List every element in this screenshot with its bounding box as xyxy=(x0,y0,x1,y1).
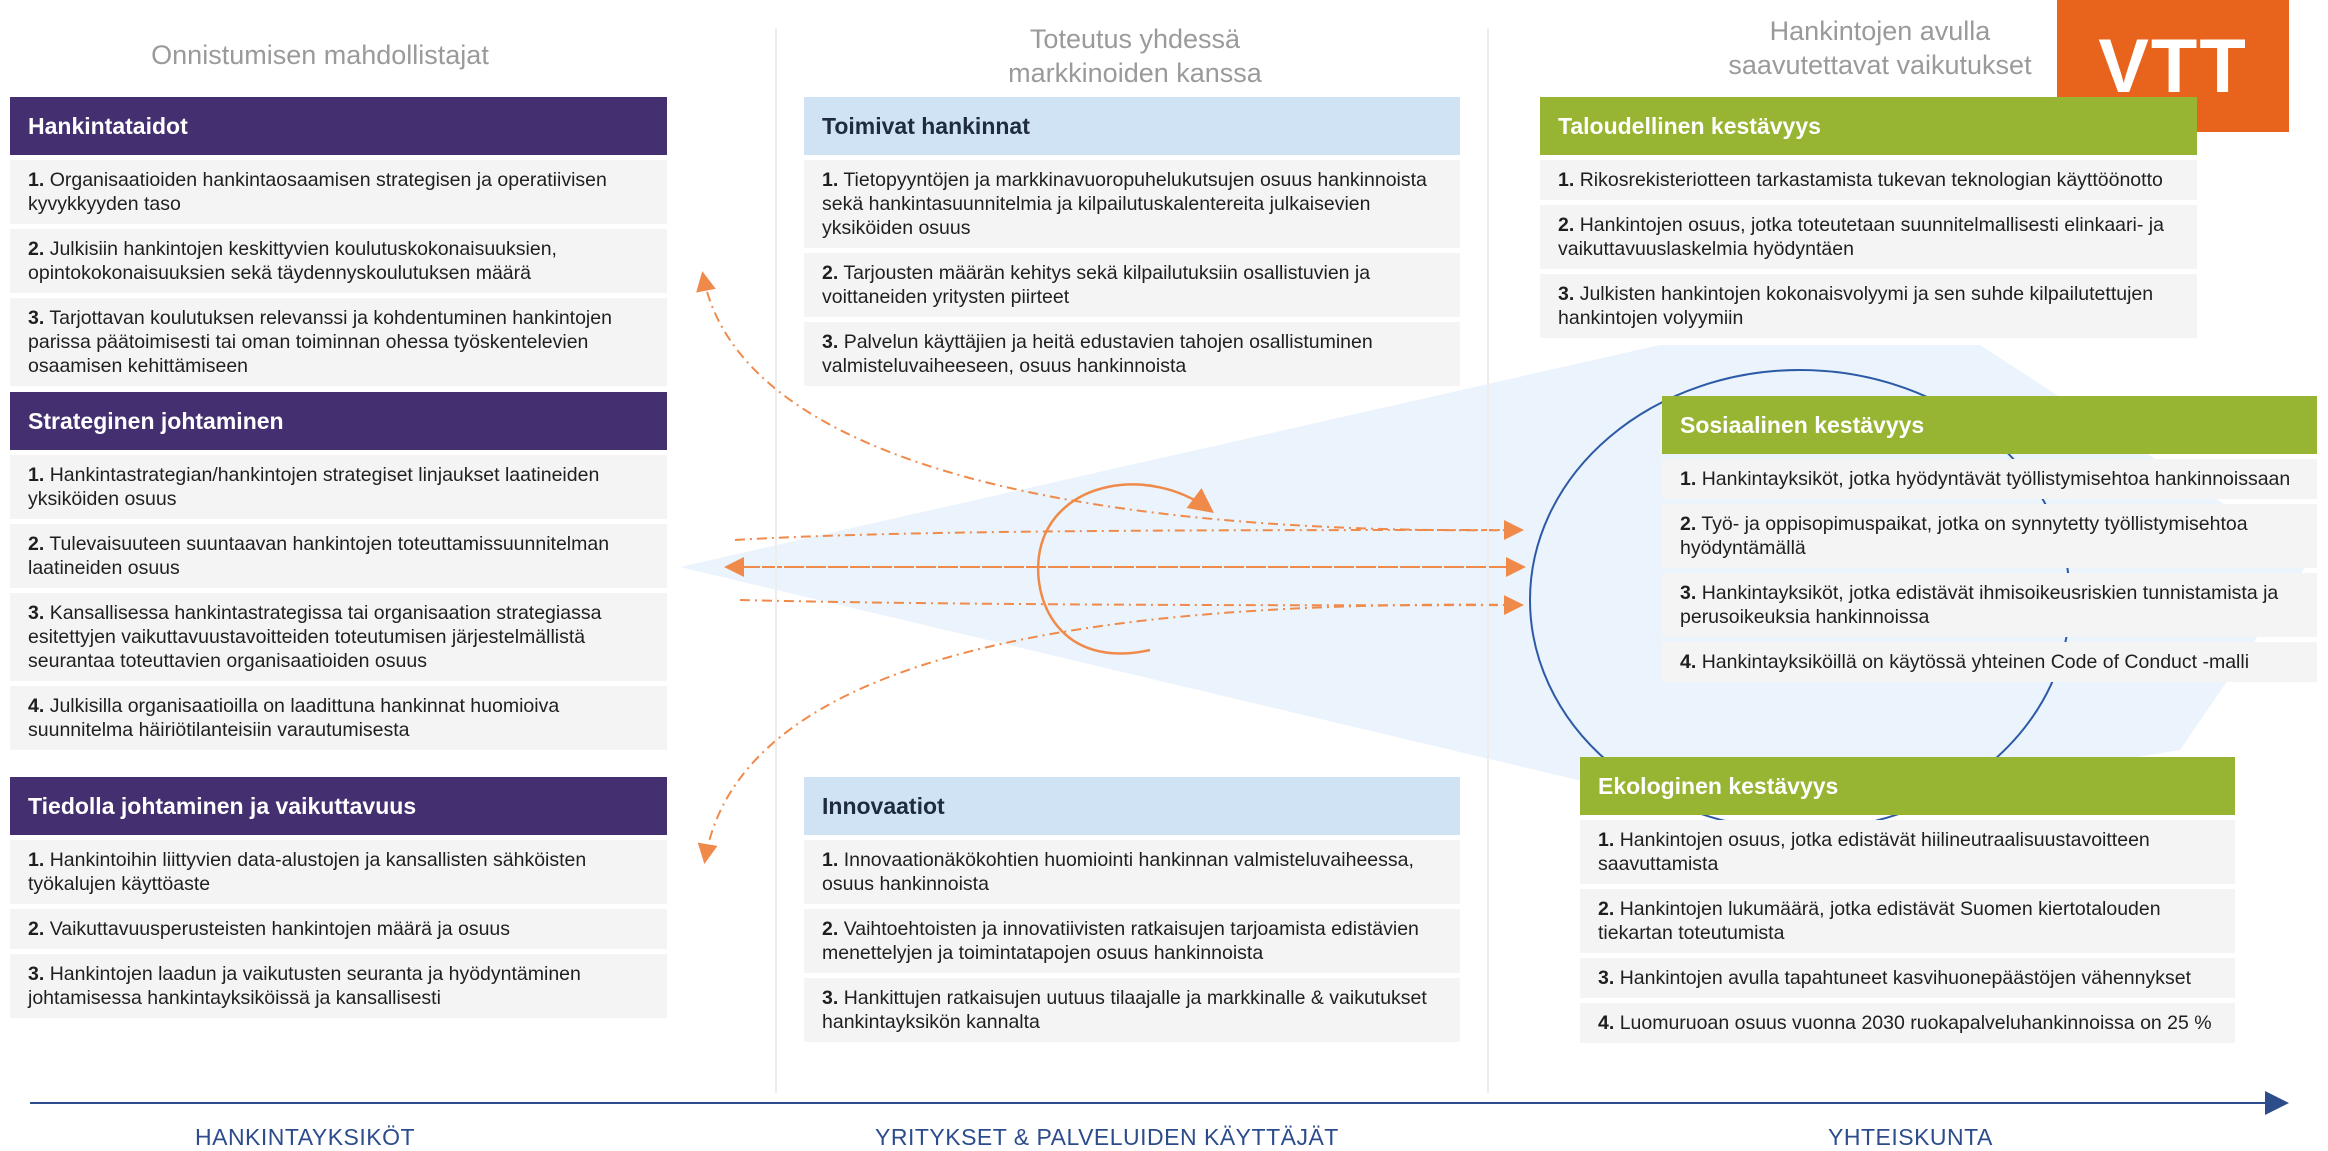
list-item: 1. Hankintastrategian/hankintojen strate… xyxy=(10,455,667,519)
list-item: 1. Tietopyyntöjen ja markkinavuoropuhelu… xyxy=(804,160,1460,248)
box-title: Strateginen johtaminen xyxy=(10,392,667,450)
list-item: 1. Hankintayksiköt, jotka hyödyntävät ty… xyxy=(1662,459,2317,499)
list-item: 3. Hankintayksiköt, jotka edistävät ihmi… xyxy=(1662,573,2317,637)
list-item: 2. Tulevaisuuteen suuntaavan hankintojen… xyxy=(10,524,667,588)
box-title: Innovaatiot xyxy=(804,777,1460,835)
box-title: Ekologinen kestävyys xyxy=(1580,757,2235,815)
list-item: 2. Vaikuttavuusperusteisten hankintojen … xyxy=(10,909,667,949)
box-title: Taloudellinen kestävyys xyxy=(1540,97,2197,155)
list-item: 3. Hankittujen ratkaisujen uutuus tilaaj… xyxy=(804,978,1460,1042)
list-item: 2. Työ- ja oppisopimuspaikat, jotka on s… xyxy=(1662,504,2317,568)
column-divider xyxy=(775,28,777,1093)
bottom-label-left: HANKINTAYKSIKÖT xyxy=(195,1124,416,1150)
box-title: Hankintataidot xyxy=(10,97,667,155)
list-item: 3. Palvelun käyttäjien ja heitä edustavi… xyxy=(804,322,1460,386)
list-item: 1. Rikosrekisteriotteen tarkastamista tu… xyxy=(1540,160,2197,200)
box-taloudellinen-kestavyys: Taloudellinen kestävyys 1. Rikosrekister… xyxy=(1540,97,2197,338)
box-hankintataidot: Hankintataidot 1. Organisaatioiden hanki… xyxy=(10,97,667,386)
box-title: Tiedolla johtaminen ja vaikuttavuus xyxy=(10,777,667,835)
column-title-right: Hankintojen avulla saavutettavat vaikutu… xyxy=(1728,16,2032,80)
list-item: 2. Hankintojen lukumäärä, jotka edistävä… xyxy=(1580,889,2235,953)
list-item: 1. Hankintoihin liittyvien data-alustoje… xyxy=(10,840,667,904)
box-innovaatiot: Innovaatiot 1. Innovaationäkökohtien huo… xyxy=(804,777,1460,1042)
list-item: 4. Luomuruoan osuus vuonna 2030 ruokapal… xyxy=(1580,1003,2235,1043)
list-item: 1. Hankintojen osuus, jotka edistävät hi… xyxy=(1580,820,2235,884)
list-item: 3. Tarjottavan koulutuksen relevanssi ja… xyxy=(10,298,667,386)
list-item: 2. Hankintojen osuus, jotka toteutetaan … xyxy=(1540,205,2197,269)
box-title: Sosiaalinen kestävyys xyxy=(1662,396,2317,454)
box-ekologinen-kestavyys: Ekologinen kestävyys 1. Hankintojen osuu… xyxy=(1580,757,2235,1043)
box-sosiaalinen-kestavyys: Sosiaalinen kestävyys 1. Hankintayksiköt… xyxy=(1662,396,2317,682)
list-item: 1. Organisaatioiden hankintaosaamisen st… xyxy=(10,160,667,224)
list-item: 1. Innovaationäkökohtien huomiointi hank… xyxy=(804,840,1460,904)
list-item: 3. Julkisten hankintojen kokonaisvolyymi… xyxy=(1540,274,2197,338)
box-tiedolla-johtaminen: Tiedolla johtaminen ja vaikuttavuus 1. H… xyxy=(10,777,667,1018)
column-title-left: Onnistumisen mahdollistajat xyxy=(151,40,489,70)
box-title: Toimivat hankinnat xyxy=(804,97,1460,155)
list-item: 2. Vaihtoehtoisten ja innovatiivisten ra… xyxy=(804,909,1460,973)
column-title-center: Toteutus yhdessä markkinoiden kanssa xyxy=(1008,24,1262,88)
box-toimivat-hankinnat: Toimivat hankinnat 1. Tietopyyntöjen ja … xyxy=(804,97,1460,386)
list-item: 4. Julkisilla organisaatioilla on laadit… xyxy=(10,686,667,750)
column-divider xyxy=(1487,28,1489,1093)
list-item: 2. Julkisiin hankintojen keskittyvien ko… xyxy=(10,229,667,293)
list-item: 4. Hankintayksiköillä on käytössä yhtein… xyxy=(1662,642,2317,682)
bottom-label-right: YHTEISKUNTA xyxy=(1828,1124,1993,1150)
box-strateginen-johtaminen: Strateginen johtaminen 1. Hankintastrate… xyxy=(10,392,667,750)
list-item: 2. Tarjousten määrän kehitys sekä kilpai… xyxy=(804,253,1460,317)
list-item: 3. Hankintojen avulla tapahtuneet kasvih… xyxy=(1580,958,2235,998)
bottom-label-center: YRITYKSET & PALVELUIDEN KÄYTTÄJÄT xyxy=(875,1124,1339,1150)
list-item: 3. Kansallisessa hankintastrategissa tai… xyxy=(10,593,667,681)
list-item: 3. Hankintojen laadun ja vaikutusten seu… xyxy=(10,954,667,1018)
